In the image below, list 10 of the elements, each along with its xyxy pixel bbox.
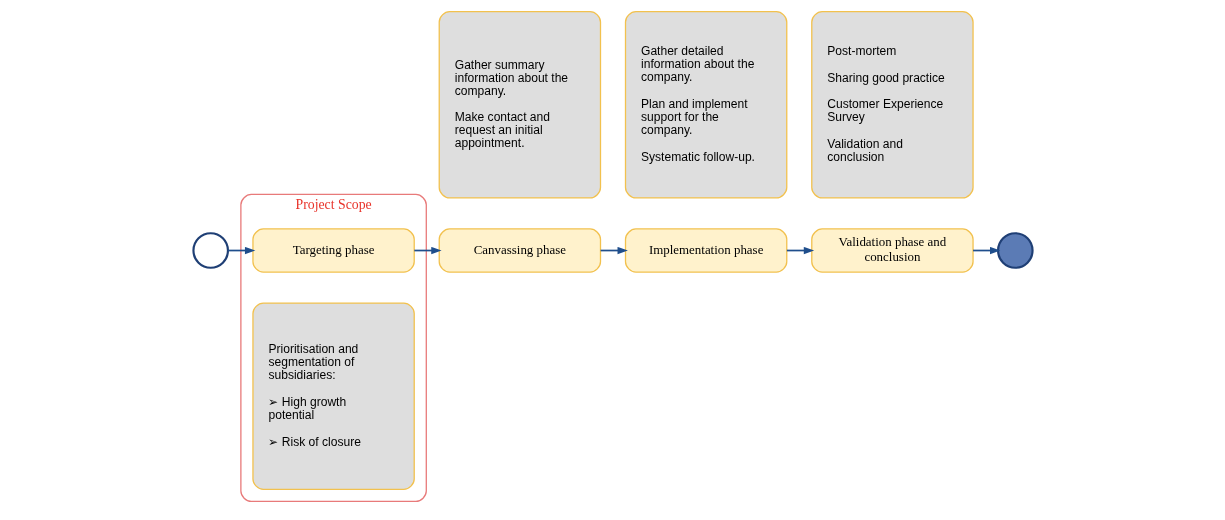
node-box: Post-mortem Sharing good practice Customer Experience Survey Validation and conclusion [810, 11, 974, 199]
node-box: Gather summary information about the company. Make contact and request an initial appointment. [438, 11, 601, 199]
node-box: Targeting phase [251, 228, 415, 273]
node-box: Implementation phase [624, 228, 787, 273]
node-circle [191, 232, 229, 269]
node-box: Validation phase and conclusion [810, 228, 974, 273]
node-box: Gather detailed information about the company. Plan and implement support for the company. Systematic follow-up. [624, 11, 787, 199]
node-box: Prioritisation and segmentation of subsidiaries: ➢ High growth potential ➢ Risk of closure [251, 302, 415, 491]
node-circle [996, 232, 1034, 269]
node-box: Canvassing phase [438, 228, 601, 273]
